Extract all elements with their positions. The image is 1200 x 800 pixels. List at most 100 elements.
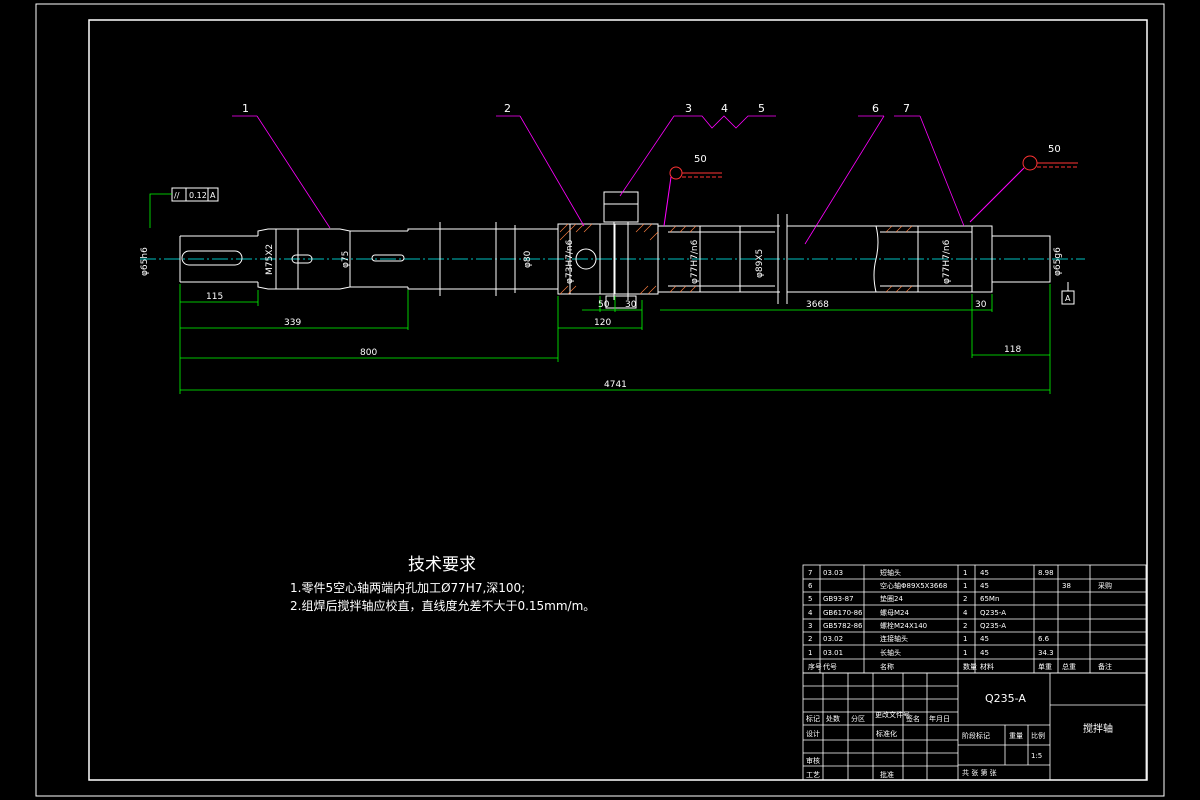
section-hatching xyxy=(559,223,913,295)
technical-notes: 技术要求 1.零件5空心轴两端内孔加工Ø77H7,深100; 2.组焊后搅拌轴应… xyxy=(290,555,595,613)
bom-cell-material: 45 xyxy=(980,649,989,657)
bom-cell-name: 短轴头 xyxy=(880,568,901,577)
outer-frame xyxy=(35,3,1165,797)
datum-marker: A xyxy=(1061,282,1075,305)
tb-process: 工艺 xyxy=(806,771,820,779)
bom-cell-code: 03.01 xyxy=(823,649,843,657)
bom-cell-no: 4 xyxy=(808,609,813,617)
bom-header-code: 代号 xyxy=(823,662,837,671)
tb-approve: 批准 xyxy=(880,770,894,779)
dia-right-end: φ65g6 xyxy=(1053,247,1063,276)
fit-73: φ73H7/n6 xyxy=(565,239,575,284)
bom-cell-no: 2 xyxy=(808,635,812,643)
bom-cell-qty: 4 xyxy=(963,609,968,617)
dia-left-end: φ65h6 xyxy=(140,247,150,276)
notes-line-2: 2.组焊后搅拌轴应校直，直线度允差不大于0.15mm/m。 xyxy=(290,598,595,613)
gt-datum: A xyxy=(210,191,216,200)
diameter-labels: φ65h6 M75X2 φ75 φ80 φ73H7/n6 φ77H7/n6 φ8… xyxy=(140,239,1063,284)
weld-value-left: 50 xyxy=(694,154,707,165)
tb-weight: 重量 xyxy=(1009,732,1023,740)
bom-cell-code: GB6170-86 xyxy=(823,609,863,617)
tb-rev-sign: 签名 xyxy=(906,714,920,723)
bom-cell-unit_wt: 6.6 xyxy=(1038,635,1050,643)
part-number-3: 3 xyxy=(685,102,692,115)
tb-drawing-name: 搅拌轴 xyxy=(1083,722,1113,735)
notes-title: 技术要求 xyxy=(408,555,476,575)
bom-cell-material: 65Mn xyxy=(980,595,999,603)
bom-header-material: 材料 xyxy=(980,662,994,671)
tb-rev-mark: 标记 xyxy=(806,714,820,723)
shaft-outline xyxy=(179,191,1051,309)
dim-30-left: 30 xyxy=(625,300,637,310)
dia-75: φ75 xyxy=(341,251,351,268)
part-number-7: 7 xyxy=(903,102,910,115)
dimension-values: 115 339 800 4741 50 30 120 3668 30 118 xyxy=(206,292,1021,390)
dim-339: 339 xyxy=(284,318,301,328)
bom-header-remark: 备注 xyxy=(1098,662,1112,671)
bom-cell-name: 螺栓M24X140 xyxy=(880,621,927,630)
bom-header-unit_wt: 单重 xyxy=(1038,662,1052,671)
bom-cell-qty: 1 xyxy=(963,635,967,643)
tb-material: Q235-A xyxy=(985,692,1026,705)
bom-cell-qty: 1 xyxy=(963,582,967,590)
bom-cell-name: 垫圈24 xyxy=(880,594,903,603)
bom-cell-code: GB5782-86 xyxy=(823,622,863,630)
part-leaders xyxy=(232,115,965,245)
part-number-labels: 1 2 3 4 5 6 7 xyxy=(242,102,910,115)
fit-77-left: φ77H7/n6 xyxy=(690,239,700,284)
bom-header-qty: 数量 xyxy=(963,662,977,671)
dimension-lines xyxy=(179,284,1051,394)
bom-cell-material: 45 xyxy=(980,635,989,643)
bom-cell-no: 7 xyxy=(808,569,812,577)
dia-80: φ80 xyxy=(523,250,533,268)
bom-cell-material: 45 xyxy=(980,569,989,577)
bom-cell-name: 连接轴头 xyxy=(880,634,908,643)
bom-cell-qty: 2 xyxy=(963,595,967,603)
tb-design: 设计 xyxy=(806,729,820,738)
bom-cell-unit_wt: 34.3 xyxy=(1038,649,1054,657)
tb-review: 审核 xyxy=(806,756,820,765)
bom-cell-unit_wt: 8.98 xyxy=(1038,569,1054,577)
bom-cell-no: 3 xyxy=(808,622,812,630)
notes-line-1: 1.零件5空心轴两端内孔加工Ø77H7,深100; xyxy=(290,580,525,595)
bom-cell-name: 长轴头 xyxy=(880,648,901,657)
bom-cell-code: 03.02 xyxy=(823,635,843,643)
title-block-text: Q235-A 搅拌轴 标记 处数 分区 更改文件号 签名 年月日 设计 标准化 … xyxy=(806,692,1113,779)
dim-4741: 4741 xyxy=(604,380,627,390)
tb-rev-date: 年月日 xyxy=(929,714,950,723)
dim-30-right: 30 xyxy=(975,300,987,310)
tb-rev-count: 处数 xyxy=(826,714,840,723)
bom-cell-code: GB93-87 xyxy=(823,595,854,603)
tb-rev-zone: 分区 xyxy=(851,714,865,723)
gt-value: 0.12 xyxy=(189,191,207,200)
bom-cell-remark: 采购 xyxy=(1098,581,1112,590)
tb-sheets: 共 张 第 张 xyxy=(962,768,997,777)
dim-120: 120 xyxy=(594,318,611,328)
bom-cell-qty: 2 xyxy=(963,622,967,630)
part-number-2: 2 xyxy=(504,102,511,115)
weld-value-right: 50 xyxy=(1048,144,1061,155)
tb-rev-doc: 更改文件号 xyxy=(875,710,910,719)
part-number-1: 1 xyxy=(242,102,249,115)
part-number-6: 6 xyxy=(872,102,879,115)
bom-cell-no: 6 xyxy=(808,582,813,590)
bom-cell-qty: 1 xyxy=(963,569,967,577)
bom-cell-material: 45 xyxy=(980,582,989,590)
bom-table xyxy=(802,564,1147,674)
datum-label: A xyxy=(1065,294,1071,303)
weld-symbol-left: 50 xyxy=(663,154,722,227)
weld-symbol-right: 50 xyxy=(969,144,1078,223)
bom-cell-qty: 1 xyxy=(963,649,967,657)
title-block xyxy=(802,672,1147,781)
dim-118: 118 xyxy=(1004,345,1021,355)
geometric-tolerance-frame: // 0.12 A xyxy=(149,187,219,228)
tb-standardize: 标准化 xyxy=(876,729,897,738)
bom-header-total_wt: 总重 xyxy=(1062,662,1076,671)
gt-symbol: // xyxy=(174,191,180,200)
dim-3668: 3668 xyxy=(806,300,829,310)
tb-scale-value: 1:5 xyxy=(1031,752,1042,760)
bom-cell-no: 5 xyxy=(808,595,812,603)
bom-cell-code: 03.03 xyxy=(823,569,843,577)
